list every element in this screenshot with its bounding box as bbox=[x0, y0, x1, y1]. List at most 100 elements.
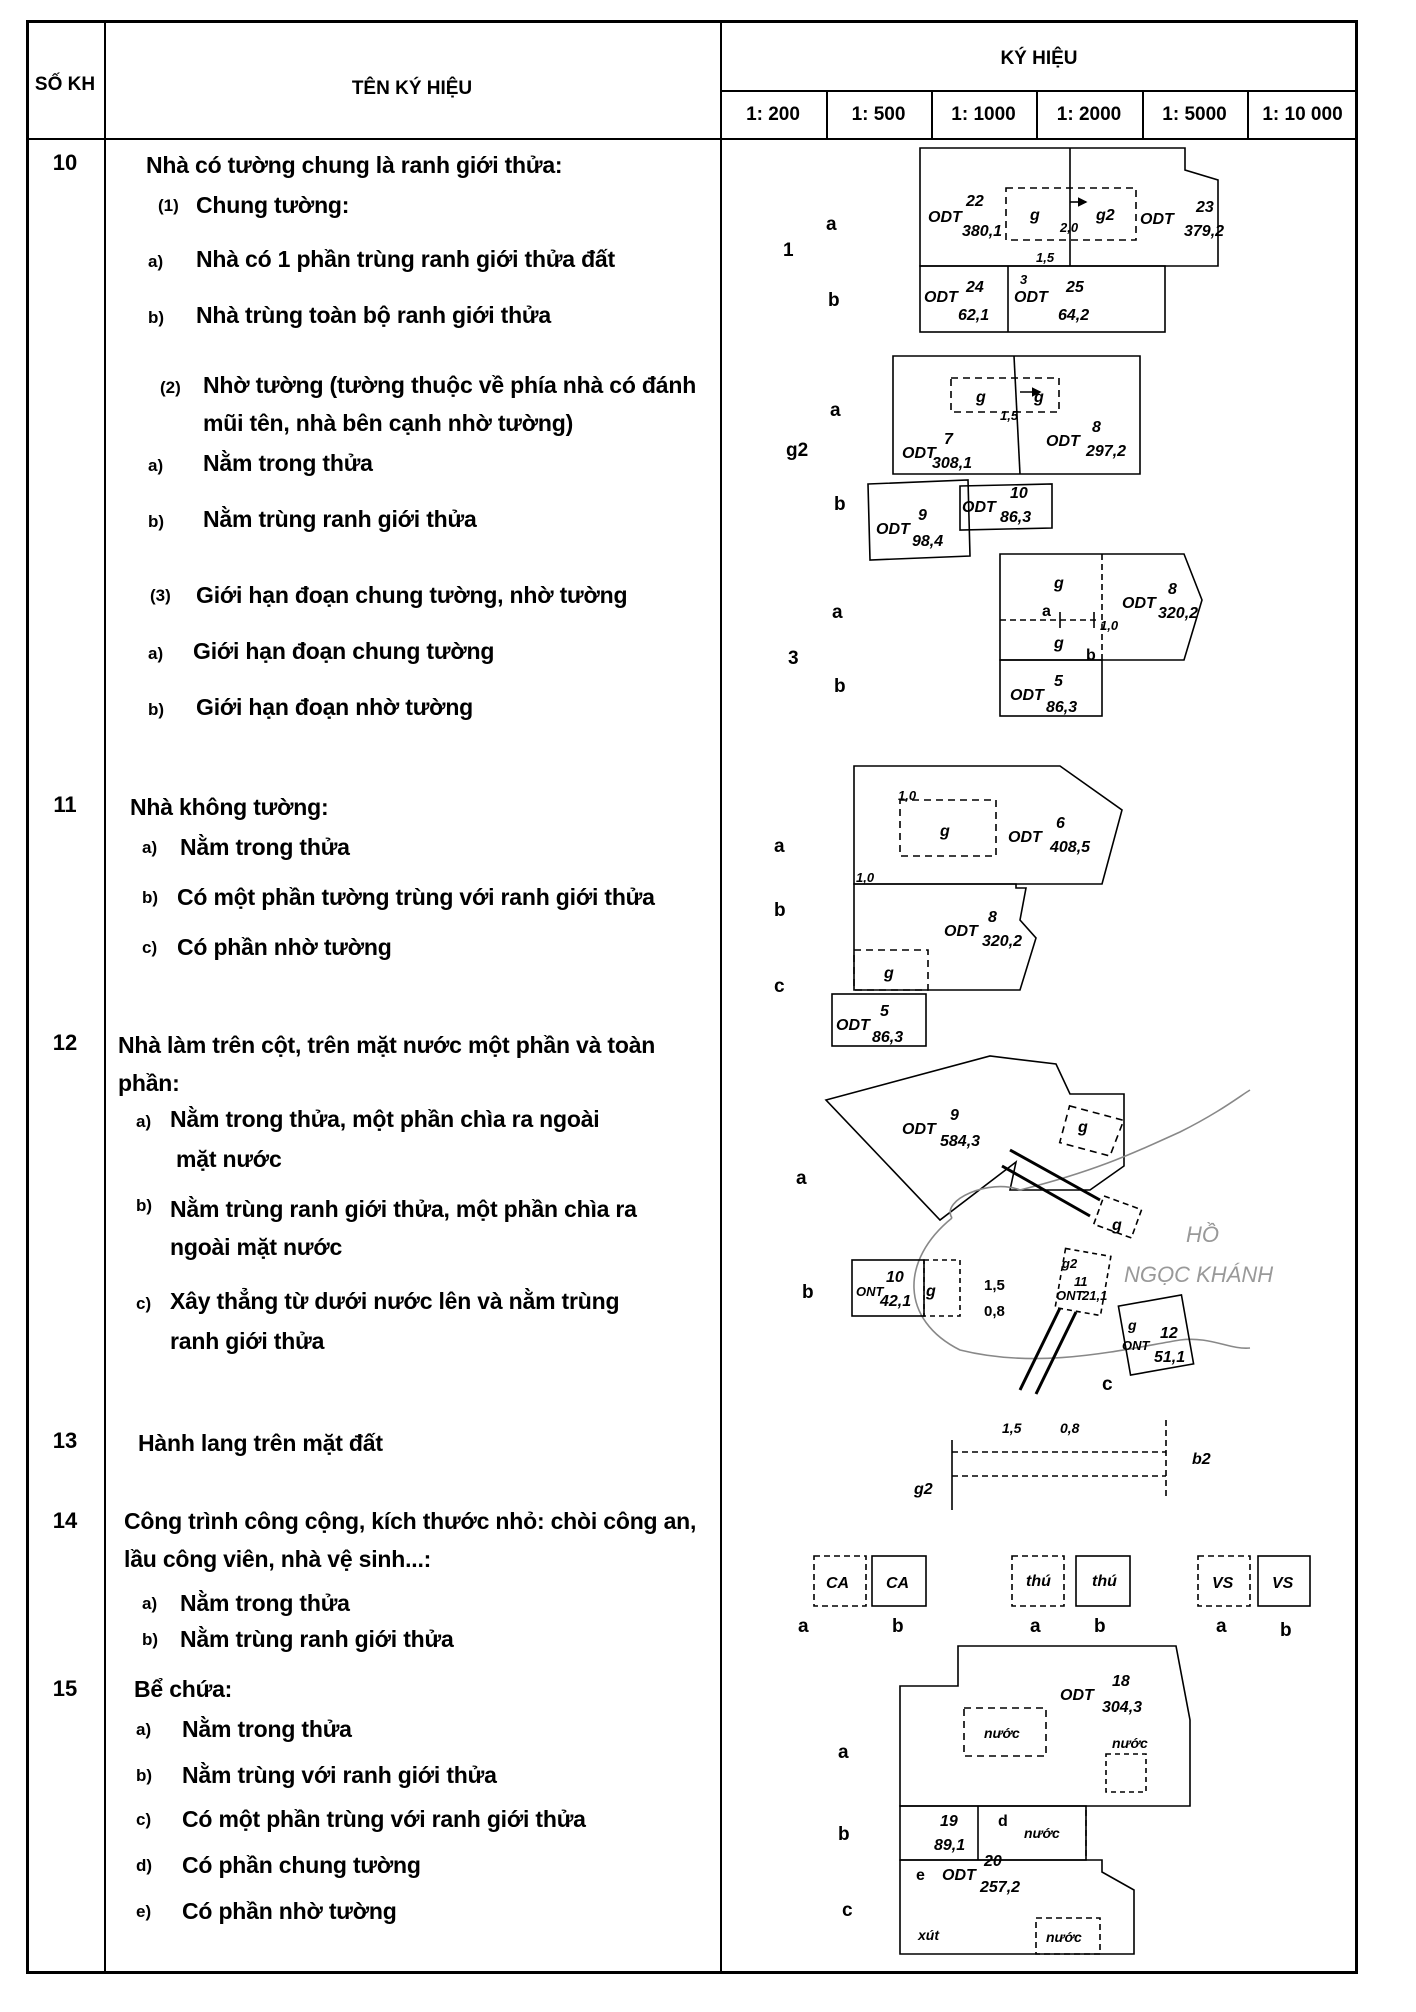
svg-text:308,1: 308,1 bbox=[932, 455, 972, 472]
svg-text:1,5: 1,5 bbox=[1000, 408, 1019, 423]
svg-text:9: 9 bbox=[950, 1107, 959, 1124]
svg-text:1,5: 1,5 bbox=[1002, 1420, 1022, 1436]
item-mark: c) bbox=[142, 938, 158, 957]
svg-text:ODT: ODT bbox=[1140, 211, 1175, 228]
item-text: Có một phần tường trùng với ranh giới th… bbox=[177, 884, 655, 910]
svg-text:ODT: ODT bbox=[836, 1017, 871, 1034]
svg-text:ODT: ODT bbox=[902, 1121, 937, 1138]
parcel-boundary bbox=[999, 553, 1203, 661]
row-number: 11 bbox=[53, 792, 77, 817]
svg-text:0,8: 0,8 bbox=[984, 1303, 1005, 1320]
item-mark: (1) bbox=[158, 196, 179, 215]
scale-5000: 1: 5000 bbox=[1162, 104, 1227, 125]
svg-text:89,1: 89,1 bbox=[934, 1837, 965, 1854]
parcel-boundary bbox=[824, 1055, 1125, 1222]
svg-text:ODT: ODT bbox=[1060, 1687, 1095, 1704]
sub-label: a bbox=[832, 602, 843, 623]
svg-text:b: b bbox=[1094, 1616, 1106, 1637]
svg-text:g2: g2 bbox=[1061, 1256, 1078, 1271]
svg-text:86,3: 86,3 bbox=[872, 1029, 903, 1046]
item-text: ngoài mặt nước bbox=[170, 1234, 343, 1260]
item-mark: c) bbox=[136, 1294, 152, 1313]
svg-text:23: 23 bbox=[1195, 199, 1214, 216]
item-mark: e) bbox=[136, 1902, 152, 1921]
svg-text:thú: thú bbox=[1026, 1573, 1051, 1590]
svg-text:22: 22 bbox=[965, 193, 984, 210]
row-title: Nhà làm trên cột, trên mặt nước một phần… bbox=[118, 1032, 656, 1058]
svg-text:ODT: ODT bbox=[942, 1867, 977, 1884]
sub-label: a bbox=[838, 1742, 849, 1763]
svg-text:ODT: ODT bbox=[1046, 433, 1081, 450]
svg-text:b: b bbox=[1086, 647, 1096, 664]
scale-divider bbox=[931, 90, 933, 138]
item-mark: a) bbox=[142, 838, 158, 857]
svg-text:g2: g2 bbox=[913, 1481, 933, 1498]
item-mark: b) bbox=[142, 1630, 159, 1649]
item-text: Nằm trong thửa bbox=[182, 1716, 352, 1742]
sub-label: b bbox=[838, 1824, 850, 1845]
svg-text:ONT: ONT bbox=[1056, 1288, 1085, 1303]
svg-text:a: a bbox=[1030, 1616, 1041, 1637]
svg-text:VS: VS bbox=[1212, 1575, 1234, 1592]
svg-text:ODT: ODT bbox=[1122, 595, 1157, 612]
svg-text:1,0: 1,0 bbox=[1100, 618, 1119, 633]
sub-label: a bbox=[774, 836, 785, 857]
svg-text:7: 7 bbox=[944, 431, 954, 448]
sub-label: c bbox=[842, 1900, 853, 1921]
svg-text:g: g bbox=[1053, 635, 1064, 652]
item-text: Nằm trùng ranh giới thửa bbox=[203, 506, 477, 532]
svg-text:10: 10 bbox=[1010, 485, 1028, 502]
item-mark: b) bbox=[142, 888, 159, 907]
sub-label: b bbox=[834, 676, 846, 697]
svg-text:62,1: 62,1 bbox=[958, 307, 989, 324]
svg-text:b: b bbox=[892, 1616, 904, 1637]
svg-text:304,3: 304,3 bbox=[1102, 1699, 1142, 1716]
svg-text:g: g bbox=[939, 823, 950, 840]
svg-text:2,0: 2,0 bbox=[1059, 220, 1079, 235]
svg-text:g: g bbox=[1077, 1119, 1088, 1136]
item-text: Có phần nhờ tường bbox=[177, 934, 392, 960]
svg-text:5: 5 bbox=[880, 1003, 890, 1020]
sub-label: b bbox=[828, 290, 840, 311]
sub-label: a bbox=[830, 400, 841, 421]
scale-divider bbox=[826, 90, 828, 138]
svg-text:VS: VS bbox=[1272, 1575, 1294, 1592]
svg-text:g: g bbox=[925, 1283, 936, 1300]
svg-text:86,3: 86,3 bbox=[1000, 509, 1031, 526]
svg-text:21,1: 21,1 bbox=[1081, 1288, 1107, 1303]
svg-text:1,0: 1,0 bbox=[856, 870, 875, 885]
svg-text:86,3: 86,3 bbox=[1046, 699, 1077, 716]
item-mark: d) bbox=[136, 1856, 153, 1875]
svg-text:320,2: 320,2 bbox=[982, 933, 1022, 950]
svg-text:b: b bbox=[1280, 1620, 1292, 1641]
item-text: Nằm trong thửa bbox=[180, 834, 350, 860]
row-number: 14 bbox=[52, 1508, 78, 1533]
header-col-name: TÊN KÝ HIỆU bbox=[351, 78, 473, 99]
svg-text:1,0: 1,0 bbox=[898, 788, 917, 803]
svg-text:ODT: ODT bbox=[928, 209, 963, 226]
svg-text:ODT: ODT bbox=[944, 923, 979, 940]
item-mark: b) bbox=[148, 700, 165, 719]
svg-text:ODT: ODT bbox=[902, 445, 937, 462]
parcel-boundary bbox=[892, 355, 1141, 475]
svg-text:51,1: 51,1 bbox=[1154, 1349, 1185, 1366]
parcel-boundary bbox=[919, 147, 1219, 267]
item-text: Nằm trong thửa, một phần chìa ra ngoài bbox=[170, 1106, 600, 1132]
svg-text:b2: b2 bbox=[1192, 1451, 1211, 1468]
svg-text:g2: g2 bbox=[1095, 207, 1115, 224]
item-text: Nhà có 1 phần trùng ranh giới thửa đất bbox=[196, 246, 615, 272]
svg-text:25: 25 bbox=[1065, 279, 1085, 296]
svg-text:g: g bbox=[1029, 207, 1040, 224]
sub-label: b bbox=[802, 1282, 814, 1303]
item-text: mặt nước bbox=[176, 1146, 282, 1172]
scale-divider bbox=[1036, 90, 1038, 138]
svg-text:24: 24 bbox=[965, 279, 984, 296]
row-number: 13 bbox=[52, 1428, 78, 1453]
table-frame bbox=[26, 20, 1358, 1974]
item-text: ranh giới thửa bbox=[170, 1328, 325, 1354]
item-text: Giới hạn đoạn chung tường, nhờ tường bbox=[196, 582, 628, 608]
item-mark: b) bbox=[148, 512, 165, 531]
item-mark: a) bbox=[148, 644, 164, 663]
svg-text:a: a bbox=[798, 1616, 809, 1637]
svg-text:20: 20 bbox=[983, 1853, 1002, 1870]
